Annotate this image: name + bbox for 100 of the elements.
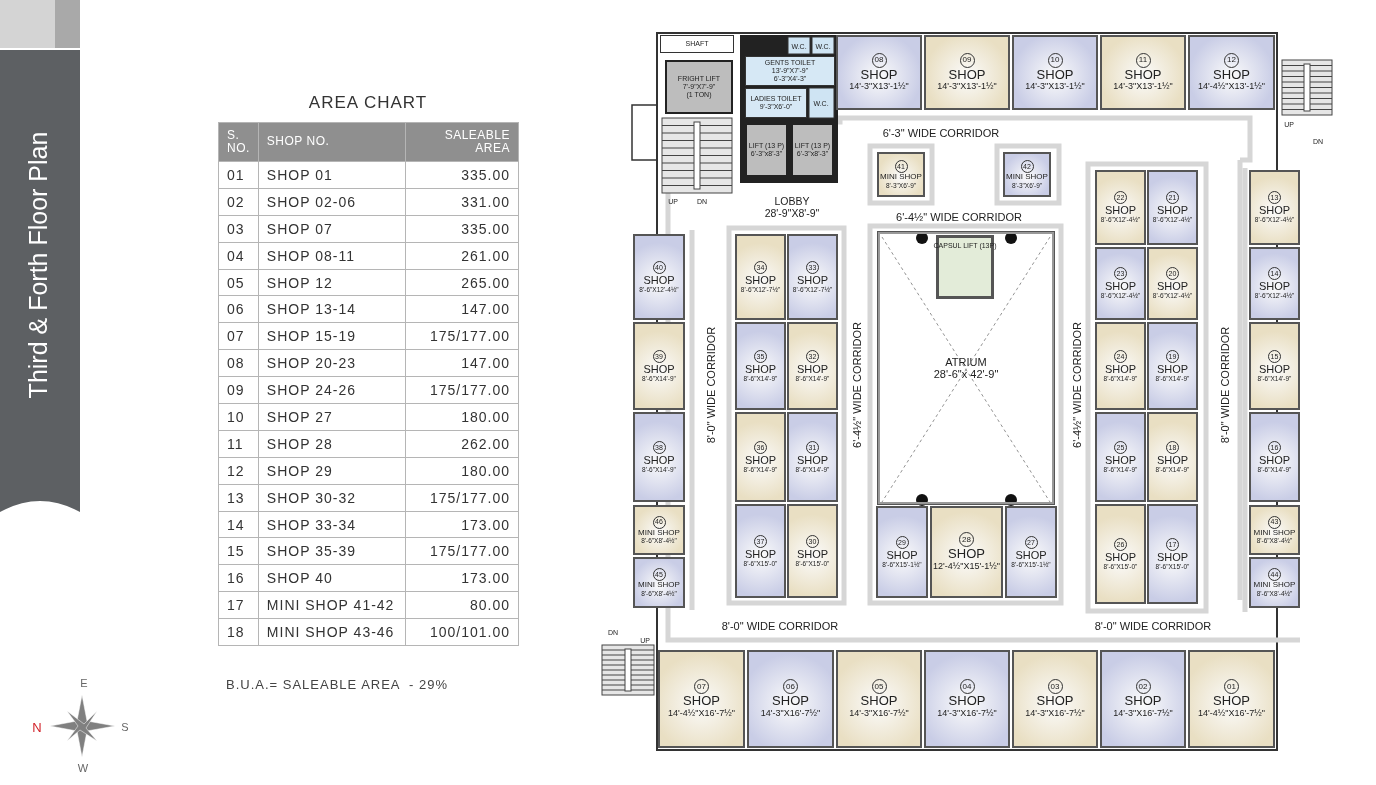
- unit-type: SHOP: [1258, 280, 1291, 293]
- shop-name: SHOP 33-34: [258, 511, 406, 538]
- area-value: 175/177.00: [405, 322, 519, 350]
- shop-name: SHOP 40: [258, 564, 406, 592]
- corridor-label: 6'-4½" WIDE CORRIDOR: [851, 322, 863, 448]
- column-header: SHOP NO.: [258, 122, 406, 162]
- unit-type: SHOP: [860, 67, 898, 82]
- unit-dimensions: 14'-3"X13'-1½": [849, 82, 909, 93]
- serial-number: 04: [218, 242, 259, 270]
- shop-name: SHOP 20-23: [258, 349, 406, 377]
- mini-shop-unit: [1249, 505, 1300, 555]
- unit-type: MINI SHOP: [638, 581, 680, 590]
- compass-letter: S: [121, 721, 129, 733]
- shop-unit: [1095, 412, 1146, 502]
- unit-type: SHOP: [1156, 280, 1189, 293]
- unit-type: SHOP: [744, 273, 777, 286]
- unit-type: SHOP: [1036, 694, 1074, 709]
- serial-number: 14: [218, 511, 259, 538]
- shop-name: SHOP 30-32: [258, 484, 406, 512]
- shop-unit: [1147, 322, 1198, 410]
- shop-name: SHOP 28: [258, 430, 406, 458]
- unit-dimensions: 14'-3"X16'-7½": [760, 708, 821, 719]
- serial-number: 09: [218, 376, 259, 404]
- unit-type: SHOP: [948, 547, 985, 562]
- unit-type: MINI SHOP: [880, 173, 922, 182]
- shop-unit: [735, 504, 786, 598]
- unit-type: SHOP: [860, 694, 898, 709]
- shop-name: SHOP 01: [258, 161, 406, 189]
- unit-type: MINI SHOP: [638, 528, 680, 538]
- shop-unit: [1005, 506, 1057, 598]
- serial-number: 06: [218, 295, 259, 323]
- unit-dimensions: 14'-3"X13'-1½": [1113, 82, 1173, 93]
- shop-unit: [747, 650, 834, 748]
- unit-type: SHOP: [1104, 204, 1137, 217]
- unit-type: SHOP: [643, 362, 675, 375]
- serial-number: 08: [218, 349, 259, 377]
- unit-type: SHOP: [744, 547, 777, 560]
- unit-type: SHOP: [796, 273, 829, 286]
- unit-dimensions: 14'-3"X16'-7½": [1113, 708, 1173, 719]
- shop-unit: [735, 234, 786, 320]
- shop-unit: [836, 650, 922, 748]
- unit-type: SHOP: [772, 694, 809, 709]
- area-value: 261.00: [405, 242, 519, 270]
- shop-unit: [1095, 322, 1146, 410]
- unit-type: SHOP: [1258, 453, 1291, 466]
- shop-unit: [1249, 170, 1300, 245]
- shop-unit: [735, 322, 786, 410]
- serial-number: 07: [218, 322, 259, 350]
- shop-name: SHOP 07: [258, 215, 406, 243]
- corridor-label: 8'-0" WIDE CORRIDOR: [1094, 620, 1212, 632]
- shop-unit: [1249, 412, 1300, 502]
- area-value: 173.00: [405, 564, 519, 592]
- column-header: S. NO.: [218, 122, 259, 162]
- area-value: 265.00: [405, 269, 519, 296]
- shop-unit: [1188, 35, 1275, 110]
- shop-unit: [836, 35, 922, 110]
- serial-number: 01: [218, 161, 259, 189]
- shop-unit: [1147, 247, 1198, 320]
- area-value: 180.00: [405, 457, 519, 485]
- serial-number: 15: [218, 537, 259, 565]
- serial-number: 18: [218, 618, 259, 646]
- shop-unit: [1100, 650, 1186, 748]
- unit-type: SHOP: [1104, 280, 1137, 293]
- shop-unit: [735, 412, 786, 502]
- corridor-label: 6'-3" WIDE CORRIDOR: [882, 127, 1000, 139]
- page-title: Third & Forth Floor Plan: [23, 131, 53, 399]
- corridor-label: 8'-0" WIDE CORRIDOR: [721, 620, 839, 632]
- toilet-room: [745, 56, 835, 86]
- unit-type: SHOP: [1124, 67, 1162, 82]
- unit-type: SHOP: [1104, 453, 1137, 466]
- unit-type: SHOP: [1213, 694, 1250, 709]
- unit-type: MINI SHOP: [1253, 528, 1296, 537]
- shop-name: SHOP 12: [258, 269, 406, 296]
- shop-unit: [924, 650, 1010, 748]
- capsule-lift-box: [936, 235, 994, 299]
- area-value: 175/177.00: [405, 484, 519, 512]
- shop-unit: [787, 234, 838, 320]
- unit-type: SHOP: [744, 453, 777, 466]
- lobby-label: LOBBY 28'-9"X8'-9": [763, 195, 821, 219]
- serial-number: 03: [218, 215, 259, 243]
- unit-type: SHOP: [1258, 204, 1291, 217]
- note-text: B.U.A.= SALEABLE AREA - 29%: [226, 676, 448, 692]
- unit-type: SHOP: [683, 694, 720, 709]
- mini-shop-unit: [1249, 557, 1300, 608]
- mini-shop-unit: [633, 505, 685, 555]
- unit-type: SHOP: [1213, 67, 1250, 82]
- area-value: 175/177.00: [405, 376, 519, 404]
- unit-type: SHOP: [744, 362, 777, 375]
- serial-number: 12: [218, 457, 259, 485]
- shop-unit: [1249, 322, 1300, 410]
- mini-shop-unit: [877, 152, 925, 197]
- shop-unit: [1147, 170, 1198, 245]
- unit-type: SHOP: [796, 547, 829, 560]
- unit-type: SHOP: [1156, 362, 1189, 375]
- area-value: 175/177.00: [405, 537, 519, 565]
- unit-type: SHOP: [1104, 362, 1137, 375]
- chart-heading: AREA CHART: [308, 93, 428, 113]
- shop-name: MINI SHOP 43-46: [258, 618, 406, 646]
- shop-unit: [1249, 247, 1300, 320]
- compass-letter: N: [32, 719, 42, 735]
